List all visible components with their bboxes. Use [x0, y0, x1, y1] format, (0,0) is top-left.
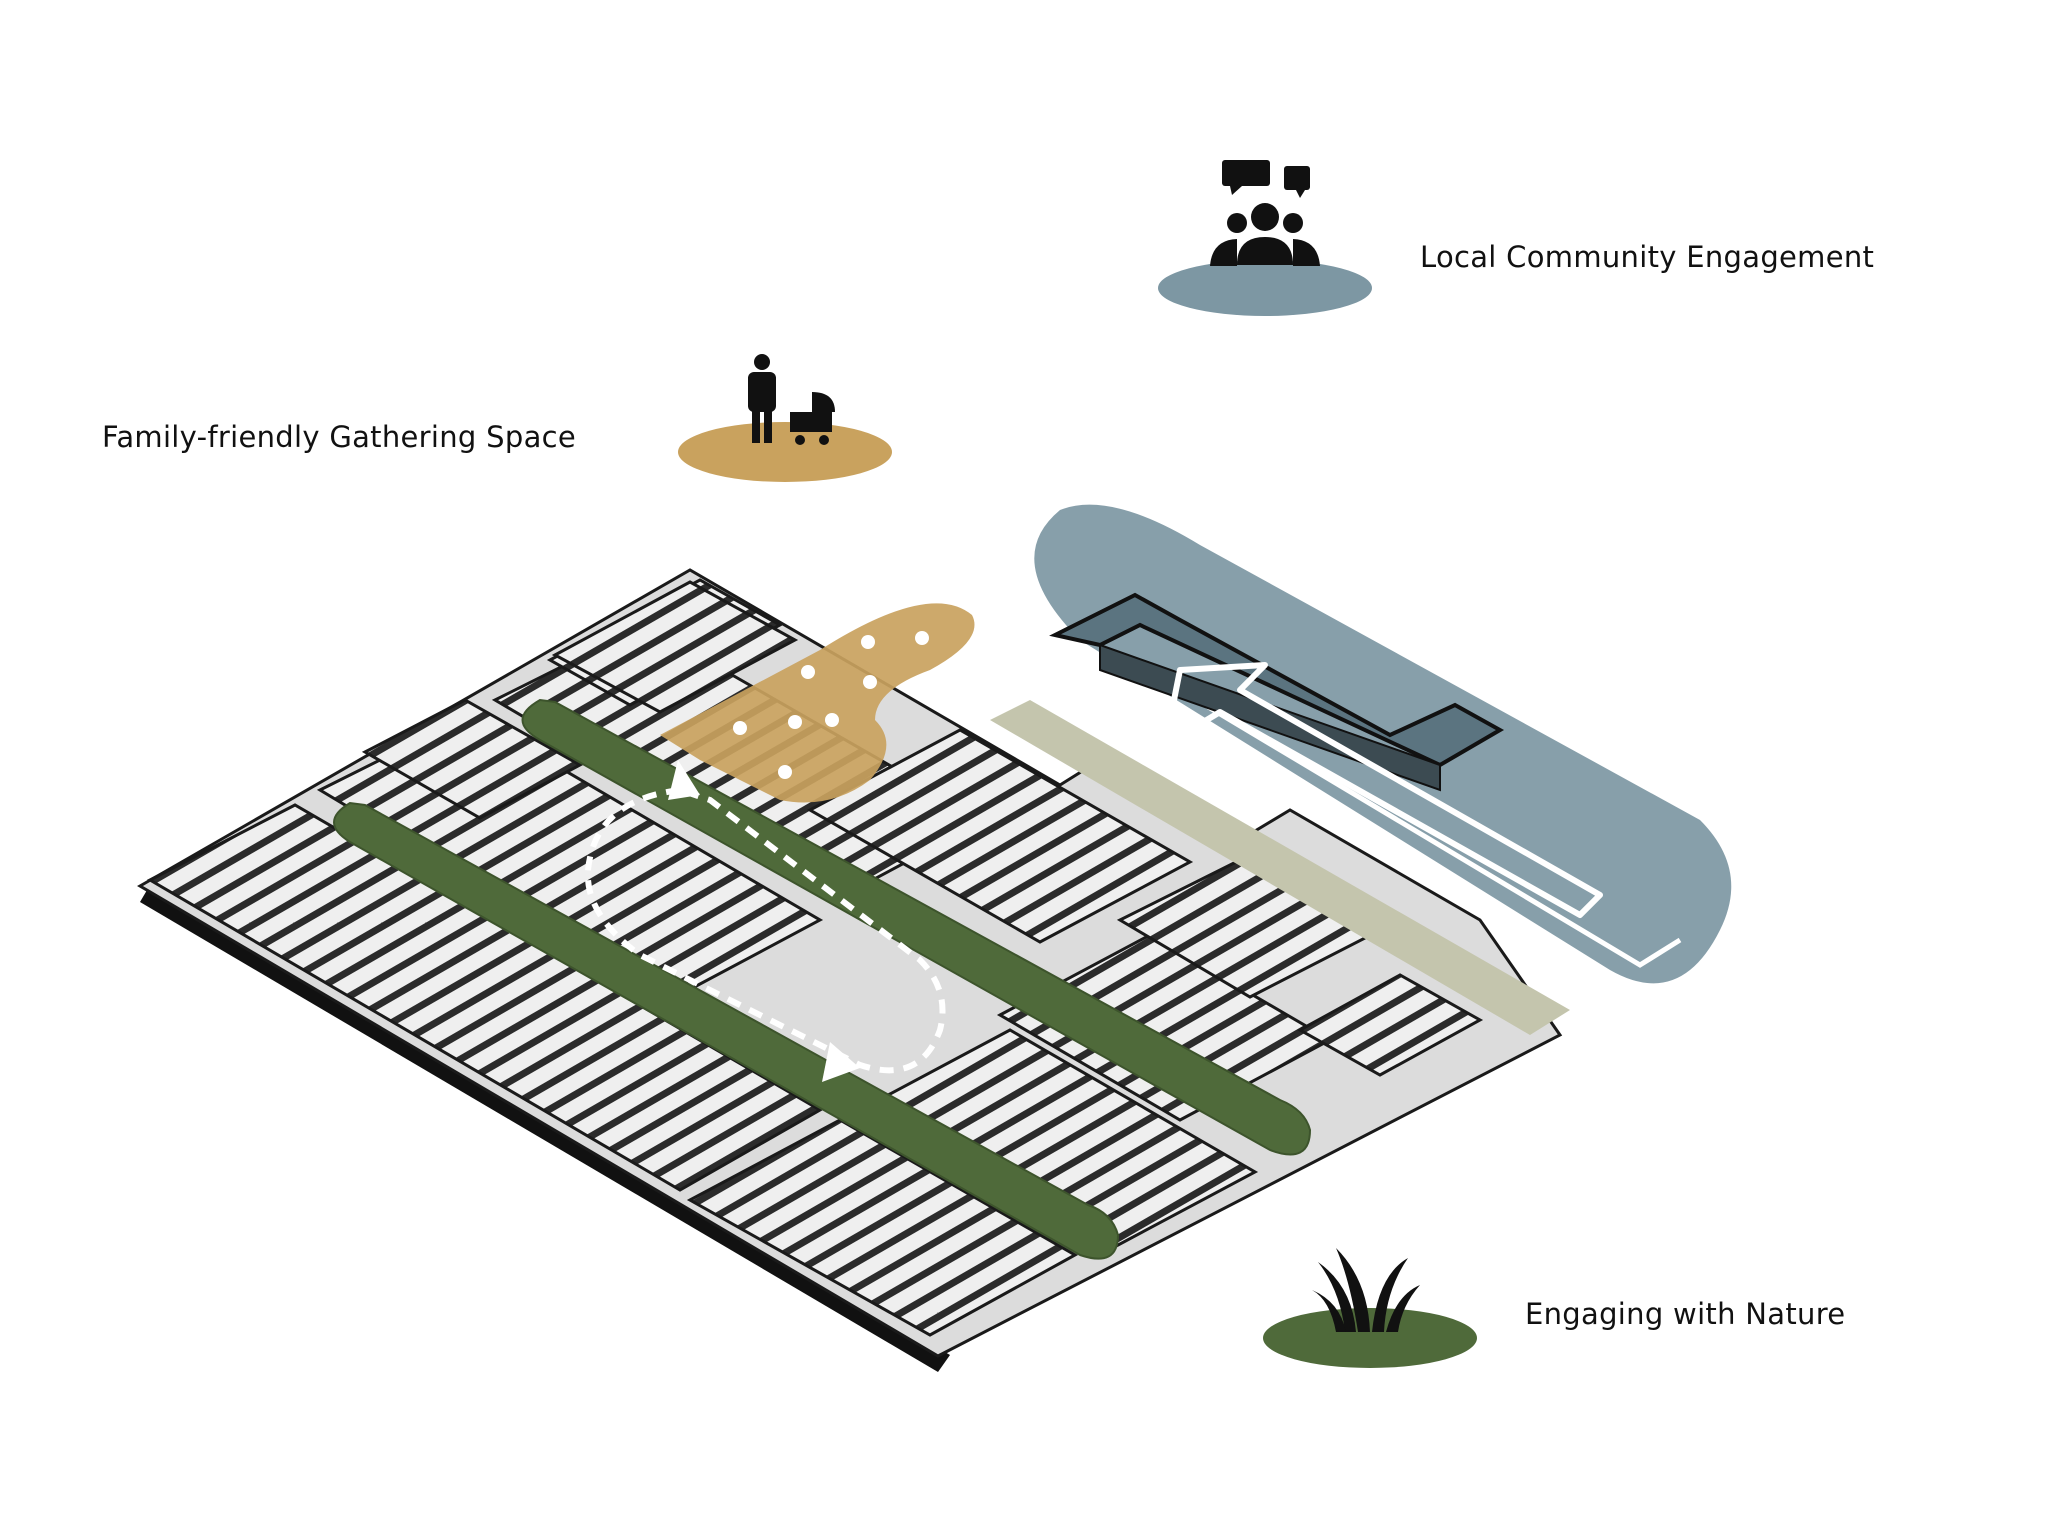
- community-building-roof: [1049, 592, 1505, 768]
- community-flow-line: [1178, 687, 1682, 968]
- burial-block: [146, 803, 824, 1192]
- burial-blocks: [146, 578, 1484, 1337]
- service-path: [990, 700, 1570, 1035]
- community-group-chat-icon: [1210, 160, 1320, 266]
- family-gathering-area: [660, 603, 975, 803]
- burial-block: [1296, 973, 1484, 1077]
- direction-arrow: [1162, 662, 1603, 918]
- community-legend-disc: [1158, 260, 1372, 316]
- nature-legend-label: Engaging with Nature: [1525, 1297, 1846, 1331]
- circulation-loop: [584, 786, 946, 1074]
- family-legend-disc: [678, 422, 892, 482]
- loop-arrowhead-top: [668, 760, 700, 800]
- grass-icon: [1312, 1248, 1420, 1332]
- burial-block: [361, 698, 584, 820]
- parent-with-stroller-icon: [748, 354, 835, 445]
- green-corridor-lower: [333, 801, 1120, 1260]
- green-corridor-upper: [521, 698, 1312, 1156]
- community-legend-label: Local Community Engagement: [1420, 240, 1875, 274]
- burial-block: [686, 1118, 1079, 1337]
- nature-legend-disc: [1263, 1308, 1477, 1368]
- burial-block: [551, 580, 799, 714]
- gathering-dots: [733, 631, 929, 779]
- loop-arrowhead-bottom: [822, 1042, 860, 1082]
- family-legend-label: Family-friendly Gathering Space: [102, 420, 577, 454]
- burial-block: [806, 728, 1194, 944]
